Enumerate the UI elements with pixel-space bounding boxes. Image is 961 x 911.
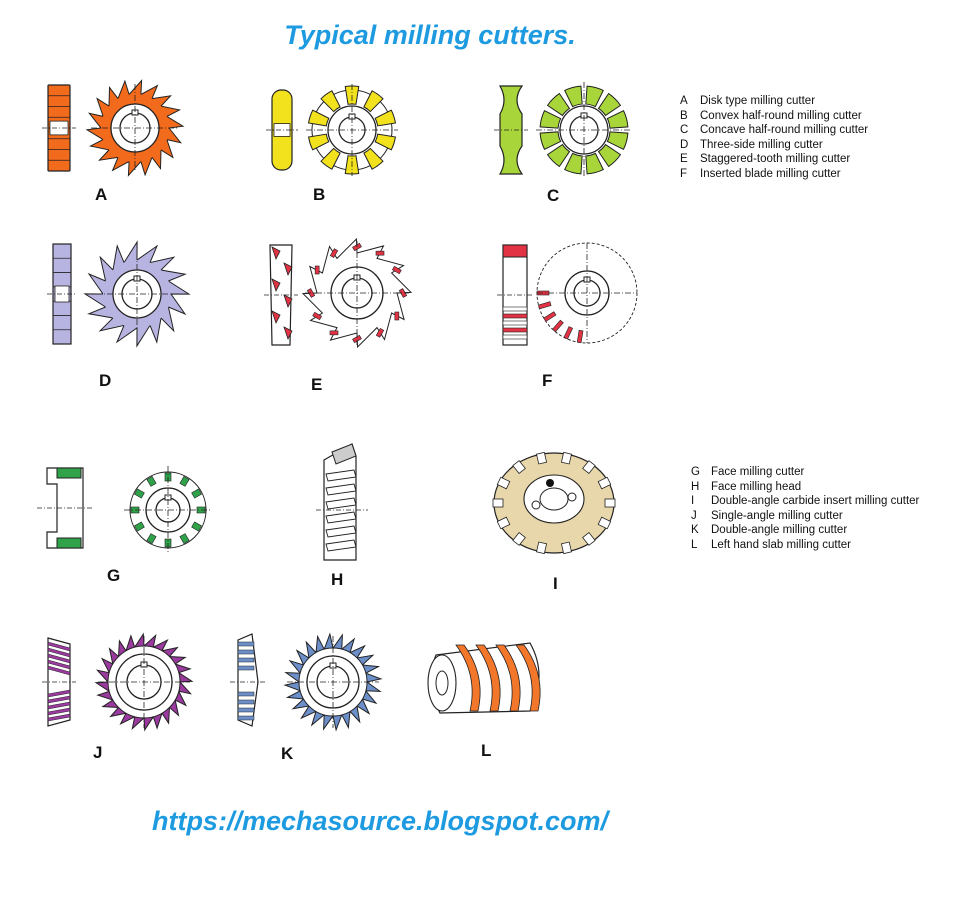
face-milling-head-icon: [316, 443, 368, 561]
label-G: G: [107, 566, 121, 585]
face-milling-cutter-icon: [37, 466, 212, 554]
convex-half-round-cutter-icon: [266, 84, 398, 176]
staggered-tooth-cutter-icon: [264, 237, 413, 349]
label-I: I: [553, 574, 558, 593]
label-K: K: [281, 744, 294, 763]
label-E: E: [311, 375, 323, 394]
inserted-blade-cutter-icon: [497, 242, 638, 346]
label-J: J: [93, 743, 103, 762]
label-H: H: [331, 570, 344, 589]
label-B: B: [313, 185, 326, 204]
double-angle-carbide-cutter-icon: [492, 451, 616, 555]
disk-cutter-icon: [42, 79, 185, 177]
label-A: A: [95, 185, 108, 204]
blog-url-link[interactable]: https://mechasource.blogspot.com/: [151, 806, 609, 836]
concave-half-round-cutter-icon: [494, 82, 632, 178]
label-C: C: [547, 186, 560, 205]
single-angle-cutter-icon: [42, 632, 194, 732]
label-L: L: [481, 741, 492, 760]
label-F: F: [542, 371, 553, 390]
page-title: Typical milling cutters.: [284, 20, 576, 50]
three-side-cutter-icon: [47, 240, 191, 348]
double-angle-cutter-icon: [230, 632, 383, 732]
label-D: D: [99, 371, 112, 390]
left-hand-slab-cutter-icon: [427, 642, 541, 714]
